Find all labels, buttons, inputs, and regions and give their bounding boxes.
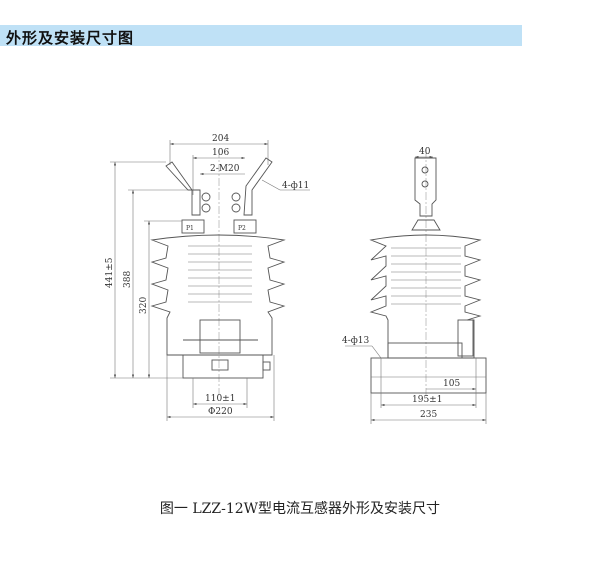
dim-235: 235 (420, 410, 437, 420)
section-title: 外形及安装尺寸图 (6, 29, 135, 47)
front-view: 204 106 2-M20 4-ф11 P1 P2 441± (105, 134, 310, 421)
terminal-arm-right (243, 157, 273, 216)
dim-105: 105 (443, 379, 460, 389)
terminal-p1: P1 (186, 225, 194, 232)
ground-bolt (262, 361, 271, 371)
dim-4-phi13: 4-ф13 (342, 336, 370, 346)
dim-110: 110±1 (205, 394, 235, 404)
terminal-arm-left (165, 161, 201, 216)
base-front (182, 354, 264, 379)
side-view: 40 4-ф13 105 195±1 235 (342, 147, 487, 424)
dim-388: 388 (123, 271, 133, 288)
base-side (370, 357, 487, 394)
dim-4-phi11: 4-ф11 (282, 181, 309, 191)
terminal-p2: P2 (238, 225, 246, 232)
insulator-side (369, 234, 482, 359)
terminal-side (414, 157, 437, 217)
dim-106: 106 (212, 148, 229, 158)
dim-2-m20: 2-M20 (210, 164, 240, 174)
dim-320: 320 (139, 297, 149, 314)
dim-40: 40 (419, 147, 431, 157)
insulator-body (150, 234, 286, 356)
dim-441: 441±5 (105, 257, 115, 288)
figure-caption: 图一 LZZ-12W型电流互感器外形及安装尺寸 (159, 501, 441, 517)
section-header: 外形及安装尺寸图 (0, 25, 522, 47)
dim-phi220: Φ220 (208, 407, 233, 417)
dim-195: 195±1 (412, 395, 442, 405)
dim-204: 204 (212, 134, 229, 144)
